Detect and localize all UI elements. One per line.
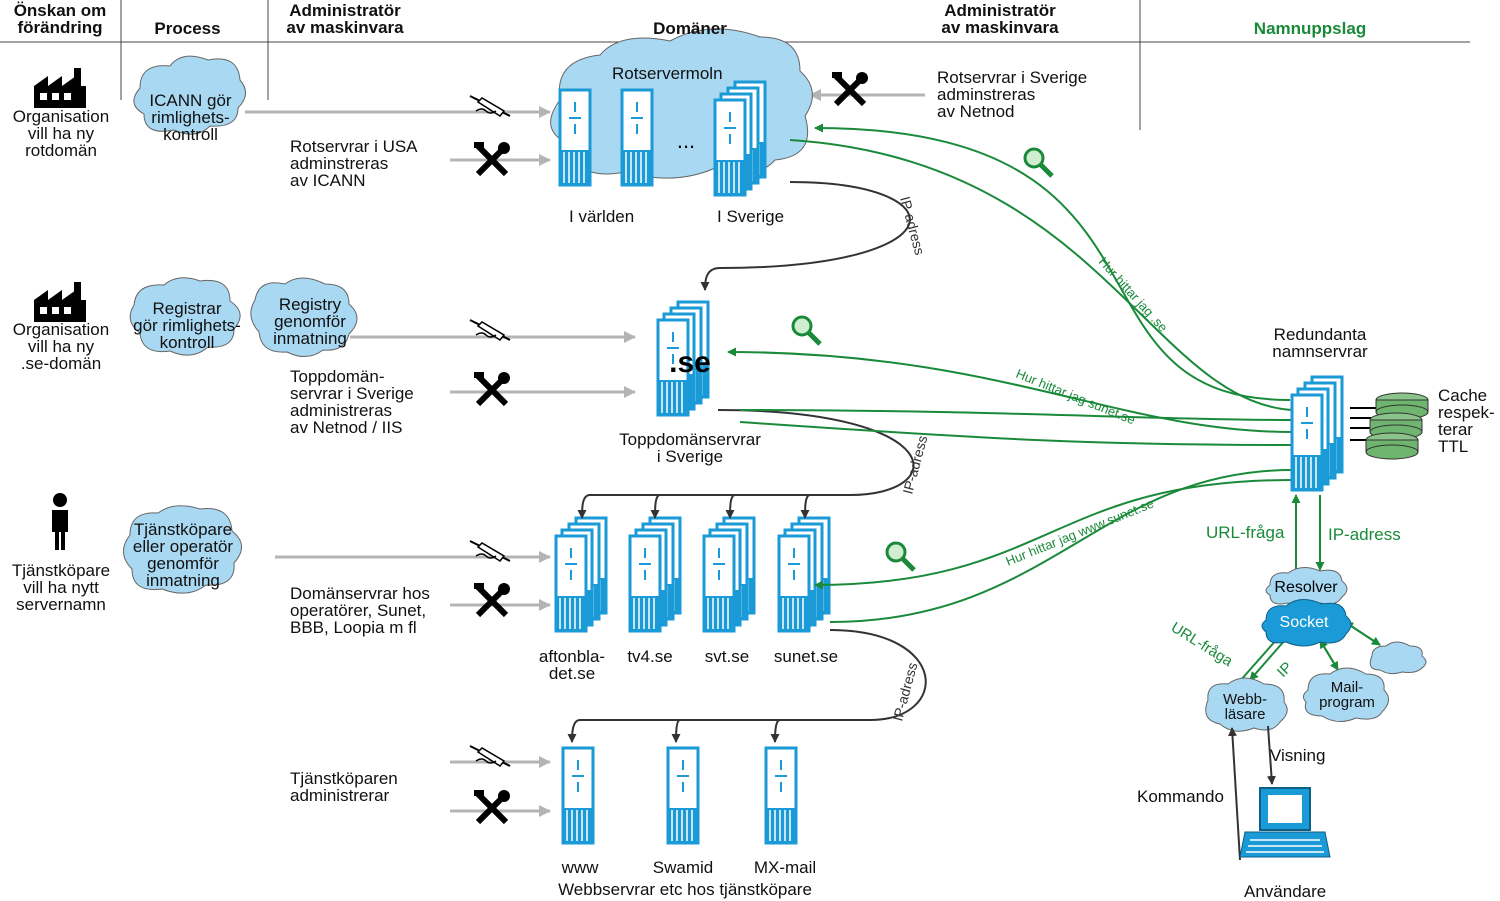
process-cloud xyxy=(129,277,241,356)
magnifier-icon xyxy=(793,317,820,344)
domain-server-sunet xyxy=(779,518,829,631)
domain-server-aftonbladet xyxy=(556,518,606,631)
ip-address-label-2: IP-adress xyxy=(899,434,930,496)
header-domains: Domäner xyxy=(653,19,727,38)
admin-tld: Toppdomän- servrar i Sverige administrer… xyxy=(290,367,414,437)
tools-icon xyxy=(474,790,510,822)
root-sweden-caption: I Sverige xyxy=(717,207,785,226)
user-label: Användare xyxy=(1244,882,1327,901)
header-admin-left: Administratör av maskinvara xyxy=(286,1,404,37)
host-server-swamid xyxy=(666,746,700,845)
person-icon xyxy=(52,493,68,550)
admin-root-sweden: Rotservrar i Sverige adminstreras av Net… xyxy=(937,68,1088,121)
process-root: ICANN gör rimlighets- kontroll xyxy=(149,91,232,144)
admin-domain: Domänservrar hos operatörer, Sunet, BBB,… xyxy=(290,584,430,637)
tools-icon xyxy=(832,72,868,104)
query-arrows xyxy=(727,123,1381,691)
domain-caption-sunet: sunet.se xyxy=(773,647,839,666)
domain-caption-svt: svt.se xyxy=(704,647,750,666)
ip-label: IP xyxy=(1274,659,1296,681)
admin-arrows xyxy=(245,89,925,817)
resolver-label: Resolver xyxy=(1274,579,1338,596)
header-admin-right: Administratör av maskinvara xyxy=(941,1,1059,37)
browser-cloud xyxy=(1205,677,1288,732)
tld-caption: Toppdomänservrar i Sverige xyxy=(619,430,761,466)
process-cloud xyxy=(250,277,358,357)
magnifier-icon xyxy=(1025,149,1052,176)
factory-icon xyxy=(34,282,86,322)
ip-address-label-3: IP-adress xyxy=(889,661,920,723)
socket-cloud xyxy=(1261,599,1352,647)
tools-icon xyxy=(474,372,510,404)
command-label: Kommando xyxy=(1137,787,1224,806)
extra-cloud xyxy=(1369,641,1427,675)
ip-address-label-1: IP-adress xyxy=(897,195,928,257)
display-label: Visning xyxy=(1270,746,1326,765)
ip-address-lookup-label: IP-adress xyxy=(1328,525,1401,544)
root-server-world-1 xyxy=(558,88,592,187)
host-caption-www: www xyxy=(561,858,599,877)
host-server-mx-mail xyxy=(764,746,798,845)
root-world-caption: I världen xyxy=(569,207,635,226)
wish-tld: Organisation vill ha ny .se-domän xyxy=(12,320,110,373)
host-server-www xyxy=(561,746,595,845)
delegation-arrows xyxy=(567,181,927,743)
header-wish: Önskan om förändring xyxy=(13,1,107,37)
root-server-sweden xyxy=(715,82,765,195)
admin-host: Tjänstköparen administrerar xyxy=(290,769,398,805)
wish-domain: Tjänstköpare vill ha nytt servernamn xyxy=(11,561,111,614)
mail-program-label: Mail- program xyxy=(1319,679,1375,711)
url-query-label-2: URL-fråga xyxy=(1168,619,1236,670)
domain-server-tv4 xyxy=(630,518,680,631)
host-caption: Webbservrar etc hos tjänstköpare xyxy=(558,880,812,899)
admin-root-usa: Rotservrar i USA adminstreras av ICANN xyxy=(290,137,418,190)
redundant-servers-caption: Redundanta namnservrar xyxy=(1272,325,1368,361)
header-lookup: Namnuppslag xyxy=(1253,19,1367,38)
computer-icon xyxy=(1239,787,1331,858)
browser-label: Webb- läsare xyxy=(1223,691,1267,723)
host-caption-swamid: Swamid xyxy=(652,858,714,877)
user-arrows xyxy=(1227,725,1276,861)
query-label-tld: Hur hittar jag sunet.se xyxy=(1014,366,1138,428)
process-cloud xyxy=(123,505,242,594)
root-server-world-2 xyxy=(620,88,654,187)
header-process: Process xyxy=(154,19,221,38)
tools-icon xyxy=(474,583,510,615)
resolver-cloud xyxy=(1265,567,1348,607)
process-tld-registry: Registry genomför inmatning xyxy=(273,295,347,348)
root-cloud-label: Rotservermoln xyxy=(612,64,723,83)
query-label-domain: Hur hittar jag www.sunet.se xyxy=(1004,496,1156,569)
query-label-root: Hur hittar jag .se xyxy=(1096,254,1171,335)
magnifier-icon xyxy=(887,543,914,570)
mail-program-cloud xyxy=(1302,667,1389,722)
wish-root: Organisation vill ha ny rotdomän xyxy=(12,107,110,160)
process-cloud xyxy=(133,55,246,135)
host-caption-mx-mail: MX-mail xyxy=(753,858,817,877)
socket-label: Socket xyxy=(1280,614,1329,631)
domain-server-svt xyxy=(704,518,754,631)
domain-caption-tv4: tv4.se xyxy=(627,647,673,666)
domain-caption-aftonbladet: aftonbla- det.se xyxy=(538,647,606,683)
process-tld-registrar: Registrar gör rimlighets- kontroll xyxy=(133,299,241,352)
factory-icon xyxy=(34,68,86,108)
root-cloud-ellipsis: ... xyxy=(677,128,695,153)
cache-icon xyxy=(1365,392,1429,460)
cache-caption: Cache respek- terar TTL xyxy=(1438,386,1495,456)
process-domain: Tjänstköpare eller operatör genomför inm… xyxy=(132,520,234,590)
url-query-label: URL-fråga xyxy=(1206,523,1285,542)
tools-icon xyxy=(474,142,510,174)
redundant-name-servers xyxy=(1292,377,1342,490)
tld-server-label: .se xyxy=(669,346,711,379)
